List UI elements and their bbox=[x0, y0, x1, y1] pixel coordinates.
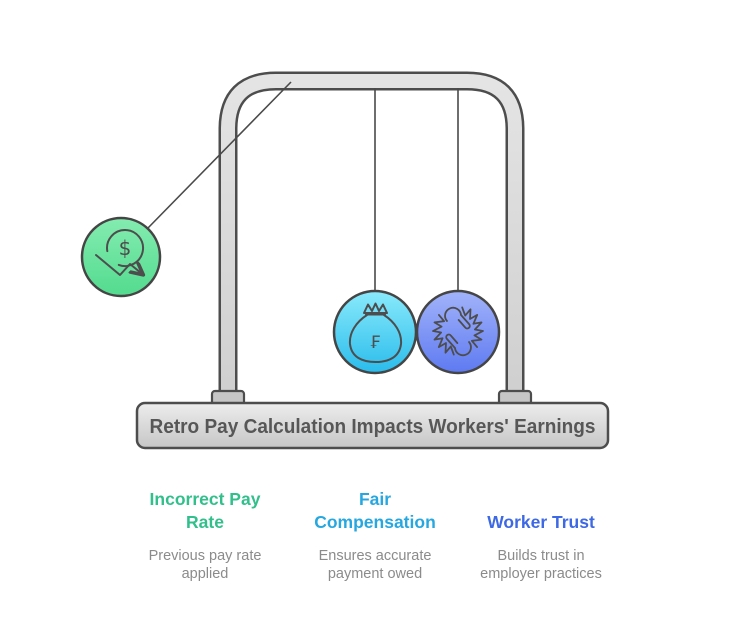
string-diagonal bbox=[146, 81, 292, 230]
frame-feet bbox=[210, 389, 533, 407]
column-worker-trust: Worker Trust Builds trust in employer pr… bbox=[471, 487, 611, 583]
column-heading: Incorrect Pay Rate bbox=[149, 489, 261, 532]
column-fair-compensation: Fair Compensation Ensures accurate payme… bbox=[300, 487, 450, 583]
cradle-base: Retro Pay Calculation Impacts Workers' E… bbox=[135, 401, 610, 450]
worker-trust-ball bbox=[415, 289, 501, 375]
column-heading: Worker Trust bbox=[487, 512, 595, 532]
column-heading: Fair Compensation bbox=[314, 489, 436, 532]
handshake-icon bbox=[432, 306, 484, 357]
base-title: Retro Pay Calculation Impacts Workers' E… bbox=[150, 416, 596, 438]
pendulum-strings bbox=[146, 81, 459, 291]
fair-compensation-ball: ₣ bbox=[332, 289, 418, 375]
franc-symbol: ₣ bbox=[370, 333, 381, 353]
dollar-decline-icon: $ bbox=[95, 229, 143, 275]
incorrect-pay-rate-ball: $ bbox=[80, 216, 162, 298]
cradle-illustration: $ ₣ bbox=[80, 71, 610, 450]
column-body: Ensures accurate payment owed bbox=[318, 548, 432, 582]
column-body: Builds trust in employer practices bbox=[480, 548, 602, 582]
cradle-frame bbox=[218, 71, 525, 401]
column-body: Previous pay rate applied bbox=[148, 548, 262, 582]
money-bag-icon: ₣ bbox=[348, 302, 403, 363]
dollar-symbol: $ bbox=[119, 236, 132, 260]
column-incorrect-pay-rate: Incorrect Pay Rate Previous pay rate app… bbox=[130, 487, 280, 583]
